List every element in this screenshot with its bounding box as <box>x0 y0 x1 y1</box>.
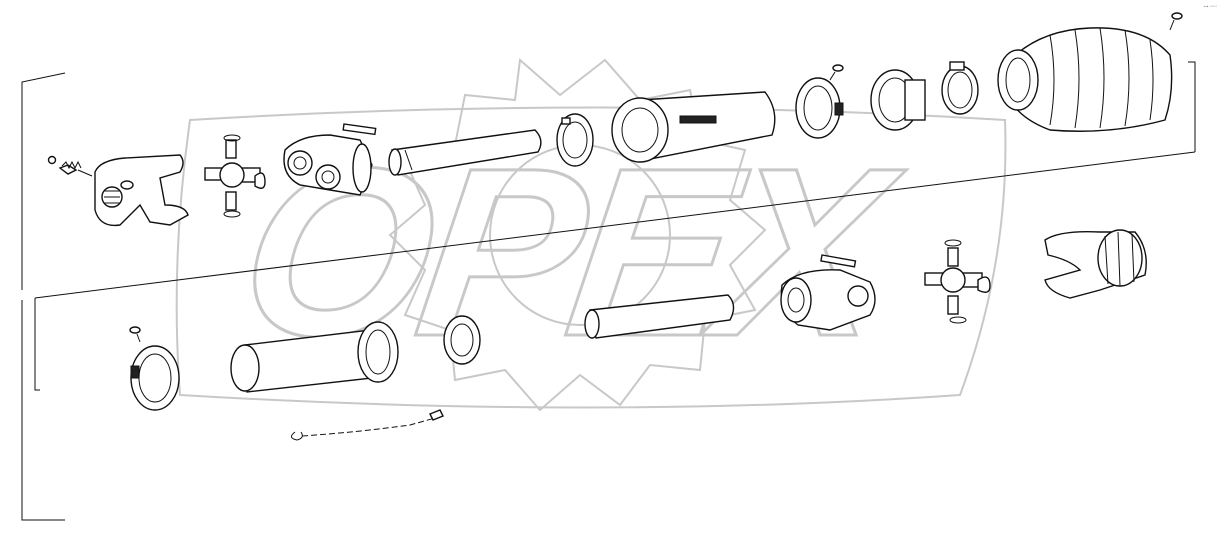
cross-journal-lower-icon <box>924 239 991 324</box>
clamp-icon <box>941 61 979 115</box>
yoke-icon <box>94 154 189 227</box>
screw-icon <box>829 64 844 81</box>
clutch-yoke-icon <box>1044 229 1147 299</box>
inner-tube-lower-icon <box>584 294 735 339</box>
roll-pin-lower-icon <box>820 254 857 268</box>
bearing-ring-lower-icon <box>443 315 481 365</box>
bearing-ring-icon <box>556 113 594 167</box>
roll-pin-icon <box>342 123 377 136</box>
tube-yoke-icon <box>283 134 373 196</box>
cross-journal-icon <box>204 134 266 218</box>
group-divider-line <box>34 151 1196 299</box>
guard-cone-icon <box>611 91 776 163</box>
boot-bellows-icon <box>997 27 1173 132</box>
screw-lower-icon <box>129 326 141 343</box>
upper-assembly <box>47 12 1183 227</box>
safety-chain-icon <box>291 409 444 441</box>
bearing-housing-icon <box>870 69 926 131</box>
outer-tube-icon <box>230 321 399 393</box>
bolt-icon <box>47 155 93 177</box>
inner-tube-icon <box>388 129 542 176</box>
guard-ring-lower-icon <box>130 345 180 411</box>
spring-icon <box>61 160 82 170</box>
corner-mark: ⊶ ▫▫▫▫ <box>1203 4 1217 10</box>
guard-ring-icon <box>795 77 844 139</box>
bracket-lines <box>21 61 1196 521</box>
lower-assembly <box>129 229 1147 441</box>
screw-top-icon <box>1169 12 1183 31</box>
tube-yoke-lower-icon <box>780 269 876 331</box>
